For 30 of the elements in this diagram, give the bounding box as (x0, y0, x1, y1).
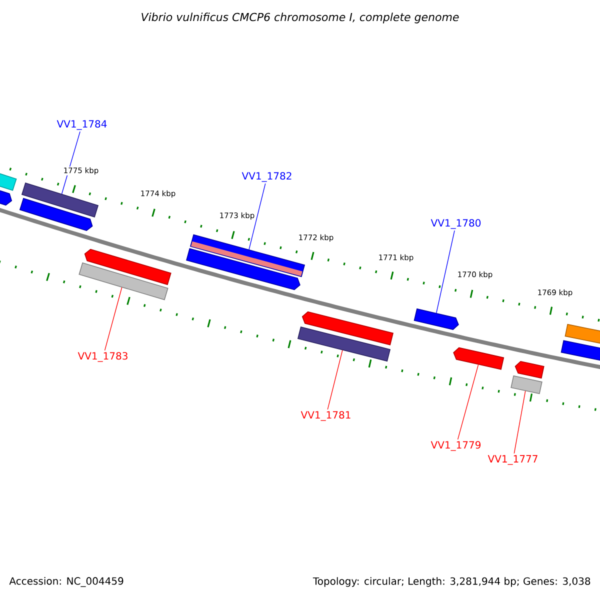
footer-text: Accession: NC_004459 (9, 577, 124, 587)
gene-block (84, 248, 172, 286)
gene-block (0, 172, 17, 191)
title: Vibrio vulnificus CMCP6 chromosome I, complete genome (142, 12, 459, 24)
leader-line (327, 350, 343, 410)
gene-label: VV1_1779 (430, 441, 481, 451)
gene-block (302, 311, 394, 346)
leader-line (457, 364, 479, 440)
gene-block (514, 360, 544, 379)
footer-text: Topology: circular; Length: 3,281,944 bp; Genes: 3,038 (312, 577, 590, 587)
gene-block (414, 308, 459, 330)
gene-label: VV1_1777 (488, 455, 538, 465)
gene-label: VV1_1781 (300, 411, 350, 421)
gene-block (0, 190, 12, 206)
gene-block (186, 248, 300, 290)
gene-block (510, 375, 542, 394)
leader-line (104, 287, 122, 351)
gene-label: VV1_1783 (78, 352, 128, 362)
gene-block (564, 324, 600, 345)
gene-block (78, 262, 168, 300)
gene-label: VV1_1780 (430, 219, 481, 229)
gene-block (19, 198, 93, 232)
gene-label: VV1_1782 (242, 172, 292, 182)
gene-block (560, 340, 600, 362)
leader-line (514, 390, 526, 454)
gene-block (21, 182, 99, 218)
gene-block (453, 347, 504, 370)
leader-line (248, 183, 266, 250)
leader-line (436, 230, 455, 314)
gene-label: VV1_1784 (56, 120, 107, 130)
